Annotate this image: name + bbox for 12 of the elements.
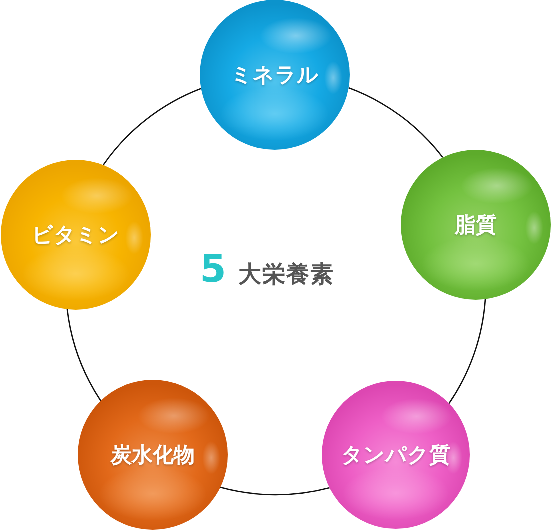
connector-arc	[66, 309, 102, 402]
connector-arc	[348, 87, 444, 158]
connector-arc	[448, 299, 486, 404]
center-title: 大栄養素	[238, 264, 334, 287]
node-label: 脂質	[455, 212, 497, 238]
connector-arc	[103, 88, 202, 166]
node-label: タンパク質	[342, 442, 450, 468]
node-label: 炭水化物	[111, 442, 195, 468]
connector-arc	[220, 486, 330, 496]
node-label: ビタミン	[32, 222, 120, 248]
node-label: ミネラル	[231, 62, 319, 88]
number-label: 5	[200, 250, 226, 288]
